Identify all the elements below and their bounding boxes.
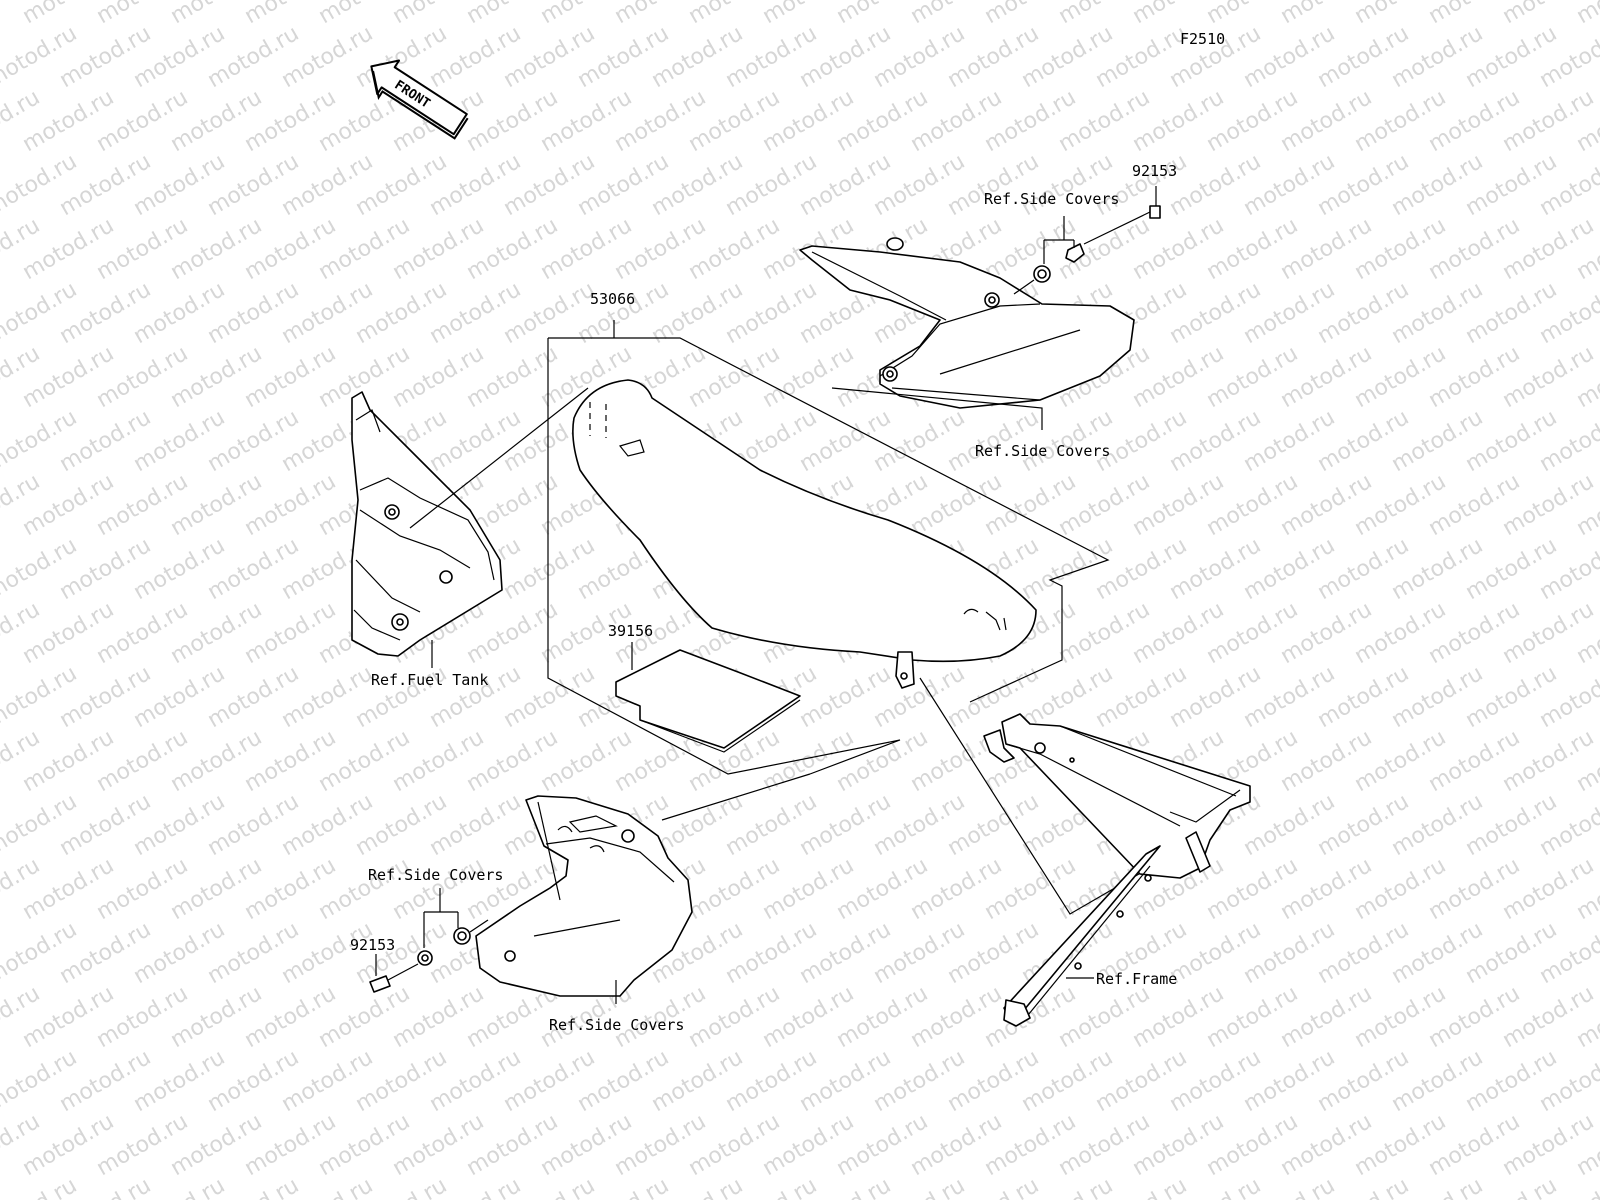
mount-hole [621,829,635,843]
seat [572,379,1037,689]
seat-assembly-bracket [548,337,1110,703]
label-ref-fuel-tank: Ref.Fuel Tank [371,671,488,689]
grommet [886,237,904,251]
bracket-ref-side-covers-bottom [423,888,459,948]
leader-lower-cover-to-seat [661,773,811,821]
label-92153-top: 92153 [1132,162,1177,180]
label-92153-bottom: 92153 [350,936,395,954]
label-ref-side-covers-bottom-panel: Ref.Side Covers [549,1016,684,1034]
fuel-tank-ref-drawing [351,391,503,657]
figure-code: F2510 [1180,30,1225,48]
side-cover-right [799,237,1135,409]
leader-ref-side-covers-top-panel [831,387,1043,430]
bolt-92153-bottom [369,963,419,993]
leader-grommet-to-cover [1013,279,1035,295]
seat-assembly-bracket-left [547,338,901,775]
bracket-ref-side-covers-top [1043,216,1075,264]
watermark-text: motod.ru [0,1173,81,1200]
mount-hole [439,570,453,584]
mount-hole [504,950,516,962]
label-ref-frame: Ref.Frame [1096,970,1177,988]
collar-top [1065,243,1085,263]
leader-grommet-to-lower-cover [469,919,489,933]
frame-ref-drawing [983,713,1251,1027]
label-53066: 53066 [590,290,635,308]
label-39156: 39156 [608,622,653,640]
label-ref-side-covers-top-bolt: Ref.Side Covers [984,190,1119,208]
leader-seat-hook [409,387,589,529]
watermark-text: motod.ru [1572,0,1600,29]
label-ref-side-covers-bottom-bolt: Ref.Side Covers [368,866,503,884]
bolt-92153-top [1083,205,1161,245]
label-ref-side-covers-top-panel: Ref.Side Covers [975,442,1110,460]
seat-bracket [895,651,915,689]
side-cover-left [475,795,693,997]
seat-pad-39156 [615,649,801,753]
